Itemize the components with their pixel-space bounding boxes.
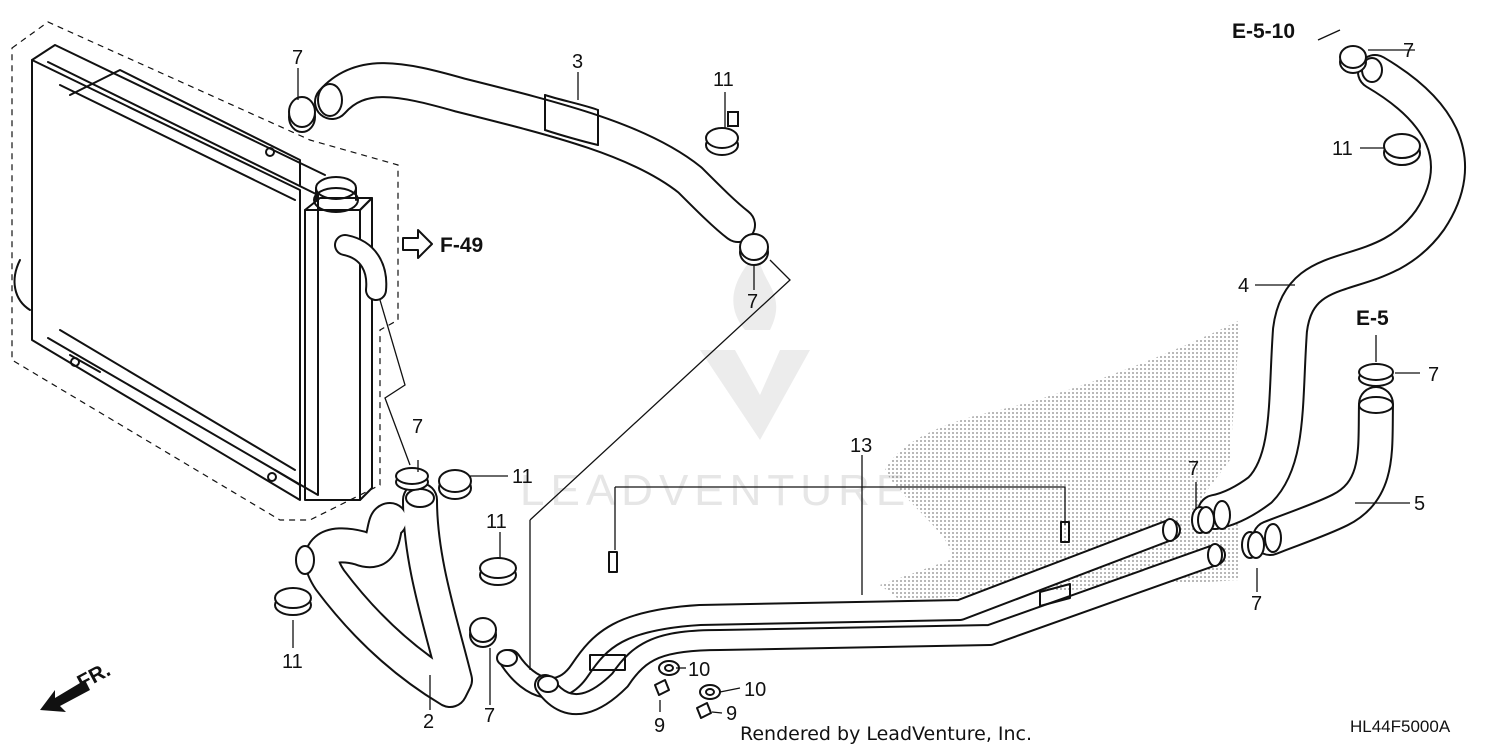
watermark-text: LEADVENTURE: [520, 466, 911, 515]
callout-4: 4: [1238, 275, 1249, 297]
callout-7: 7: [1428, 364, 1439, 386]
callout-7: 7: [412, 416, 423, 438]
callout-13: 13: [850, 435, 872, 457]
callout-7: 7: [1251, 593, 1262, 615]
callout-2: 2: [423, 711, 434, 733]
callout-11: 11: [486, 511, 507, 533]
lower-hose-2: [295, 482, 473, 708]
callout-11: 11: [713, 69, 734, 91]
hose-5: [1252, 386, 1394, 556]
callout-9: 9: [726, 703, 737, 725]
callout-7: 7: [1188, 458, 1199, 480]
radiator-assembly-outline: [11, 21, 399, 521]
clamps: [274, 45, 1421, 719]
radiator-outlet-pipe: [334, 234, 388, 301]
front-arrow: FR.: [40, 658, 114, 712]
callout-10: 10: [688, 659, 710, 681]
callout-11: 11: [1332, 138, 1353, 160]
water-pipe-13: [496, 518, 1226, 716]
callout-7: 7: [747, 291, 758, 313]
callout-11: 11: [282, 651, 303, 673]
callout-7: 7: [1403, 40, 1414, 62]
credit-text: Rendered by LeadVenture, Inc.: [740, 723, 1032, 745]
callout-7: 7: [292, 47, 303, 69]
radiator: [13, 44, 373, 501]
leader-lines: [292, 29, 1420, 714]
callout-7: 7: [484, 705, 495, 727]
hose-4: [1197, 54, 1466, 530]
leadventure-watermark: LEADVENTURE: [520, 250, 911, 515]
callout-11: 11: [512, 466, 533, 488]
ref-f-49: F-49: [440, 234, 483, 257]
callout-5: 5: [1414, 493, 1425, 515]
callout-3: 3: [572, 51, 583, 73]
diagram-code: HL44F5000A: [1350, 717, 1451, 736]
callouts: 7 3 11 7 7 11 4 7 7 11 11 11 13 7 5 7 2 …: [282, 40, 1439, 737]
ref-e-5-10: E-5-10: [1232, 20, 1295, 43]
callout-9: 9: [654, 715, 665, 737]
upper-hose-3: [314, 62, 756, 243]
f49-arrow: [402, 229, 433, 259]
callout-10: 10: [744, 679, 766, 701]
ref-e-5: E-5: [1356, 307, 1389, 330]
